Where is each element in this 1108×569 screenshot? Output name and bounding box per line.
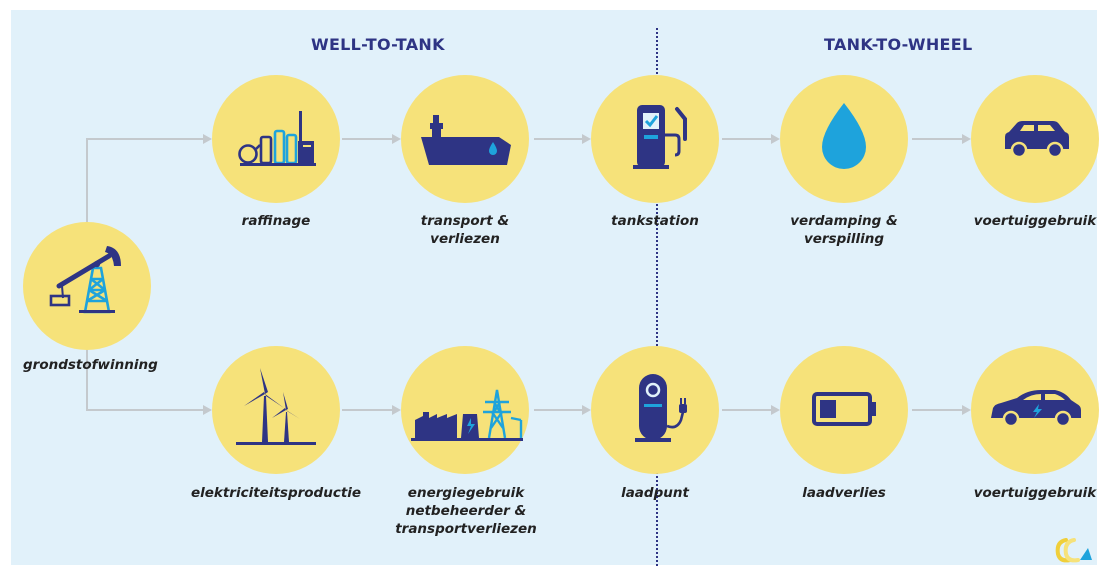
node-laadverlies [780,346,908,474]
label-line: netbeheerder & [405,503,527,519]
arrowhead-bottom-4 [962,405,971,415]
arrowhead-top-0 [203,134,212,144]
label-verdamping-verspilling: verdamping & verspilling [780,212,908,248]
node-tankstation [591,75,719,203]
diagram-background [11,10,1097,565]
oil-pump-icon [49,246,121,314]
node-elektriciteitsproductie [212,346,340,474]
connector-source-to-top [86,138,205,226]
refinery-icon [238,111,316,166]
label-voertuiggebruik-top: voertuiggebruik [973,213,1097,229]
label-line: transport & [420,213,510,229]
arrowhead-bottom-3 [771,405,780,415]
label-laadpunt: laadpunt [621,485,689,501]
label-line: transportverliezen [395,521,537,537]
brand-logo-icon [1055,538,1092,563]
charging-station-icon [635,374,687,442]
battery-icon [812,392,876,426]
label-tankstation: tankstation [611,213,699,229]
phase-divider [656,28,658,566]
label-line: verspilling [803,231,885,247]
arrowhead-top-1 [392,134,401,144]
water-drop-icon [822,103,866,169]
wind-turbine-icon [236,368,316,445]
node-verdamping-verspilling [780,75,908,203]
arrowhead-bottom-2 [582,405,591,415]
heading-well-to-tank: WELL-TO-TANK [311,35,445,54]
fuel-pump-icon [633,105,687,169]
label-grondstofwinning: grondstofwinning [23,357,158,373]
label-laadverlies: laadverlies [802,485,886,501]
label-energiegebruik: energiegebruik netbeheerder & transportv… [376,484,556,538]
car-icon [1005,121,1069,159]
label-line: energiegebruik [407,485,525,501]
arrowhead-top-3 [771,134,780,144]
node-transport-verliezen [401,75,529,203]
arrowhead-bottom-0 [203,405,212,415]
node-laadpunt [591,346,719,474]
tanker-ship-icon [421,115,511,165]
node-energiegebruik [401,346,529,474]
power-grid-icon [411,389,523,441]
label-voertuiggebruik-bottom: voertuiggebruik [973,485,1097,501]
heading-tank-to-wheel: TANK-TO-WHEEL [824,35,973,54]
node-raffinage [212,75,340,203]
electric-car-icon [991,390,1081,428]
label-line: verliezen [430,231,500,247]
label-elektriciteitsproductie: elektriciteitsproductie [190,485,362,501]
arrowhead-top-4 [962,134,971,144]
node-voertuiggebruik-bottom [971,346,1099,474]
arrowhead-bottom-1 [392,405,401,415]
arrowhead-top-2 [582,134,591,144]
label-raffinage: raffinage [241,213,311,229]
node-voertuiggebruik-top [971,75,1099,203]
label-transport-verliezen: transport & verliezen [401,212,529,248]
label-line: verdamping & [790,213,898,229]
node-grondstofwinning [23,222,151,350]
connector-source-to-bottom [86,346,205,411]
